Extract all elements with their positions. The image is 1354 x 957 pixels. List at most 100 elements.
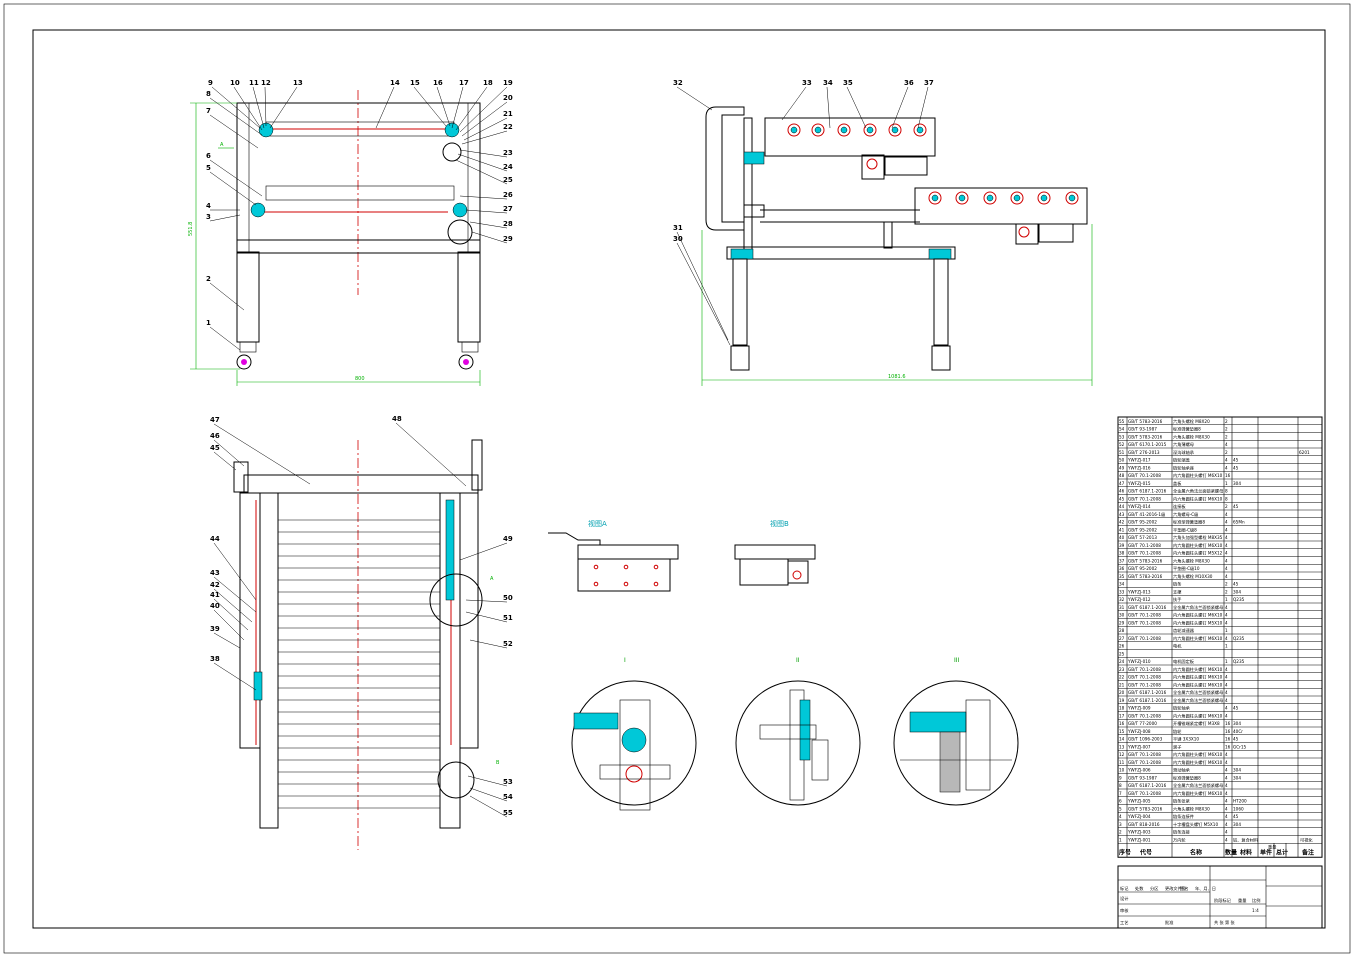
balloon-46: 46 xyxy=(210,432,220,440)
front-lower-roller xyxy=(265,185,455,201)
bom-cell: YWFZJ-003 xyxy=(1127,830,1151,835)
bom-cell: 内六角圆柱头螺钉 M6X10 xyxy=(1173,759,1223,766)
balloon-54: 54 xyxy=(503,793,513,801)
balloon-35: 35 xyxy=(843,79,853,87)
balloon-44: 44 xyxy=(210,535,220,543)
bom-cell: 6 xyxy=(1119,799,1122,804)
bom-cell: 12 xyxy=(1119,752,1125,757)
balloon-53: 53 xyxy=(503,778,513,786)
bom-cell: 4 xyxy=(1225,791,1228,796)
bom-cell: 标准弹簧垫圈8 xyxy=(1173,774,1201,781)
balloon-leader xyxy=(676,86,713,111)
balloon-4: 4 xyxy=(206,202,211,210)
balloon-49: 49 xyxy=(503,535,513,543)
side-mid-post xyxy=(883,221,893,249)
side-left-caster xyxy=(730,345,750,371)
bom-header-cell: 代号 xyxy=(1139,848,1152,856)
bom-cell: 2 xyxy=(1225,582,1228,587)
balloon-leader xyxy=(826,86,831,129)
section-2-label: II xyxy=(796,657,800,664)
bom-cell: 28 xyxy=(1119,628,1125,633)
bom-cell: 滚子 xyxy=(1173,743,1181,750)
balloon-leader xyxy=(211,86,261,129)
bom-cell: 六角薄螺母 xyxy=(1173,441,1194,448)
bom-cell: 盖板 xyxy=(1173,480,1182,487)
detail-b-rail xyxy=(734,544,816,560)
bom-cell: 全金属六角法兰面锁紧螺母 xyxy=(1173,488,1223,495)
balloon-leader xyxy=(436,86,451,127)
sheet-outer-border xyxy=(3,3,1351,954)
balloon-leader xyxy=(213,439,245,467)
tb-weight: 重量 xyxy=(1238,897,1246,904)
balloon-leader xyxy=(233,86,263,131)
bom-cell: 8 xyxy=(1119,783,1122,788)
bom-cell: 8 xyxy=(1225,496,1228,501)
balloon-3: 3 xyxy=(206,213,211,221)
bom-cell: 4 xyxy=(1225,558,1228,563)
bom-cell: GB/T 5783-2016 xyxy=(1128,574,1163,579)
balloon-45: 45 xyxy=(210,444,220,452)
bom-cell: GB/T 5783-2016 xyxy=(1128,806,1163,811)
tb-revision-label: 处数 xyxy=(1135,885,1144,892)
bom-cell: 链条张紧 xyxy=(1173,798,1190,805)
balloon-leader xyxy=(213,576,257,613)
front-upper-right-sprocket xyxy=(444,122,460,138)
balloon-leader xyxy=(457,153,508,172)
balloon-39: 39 xyxy=(210,625,220,633)
bom-cell: 16 xyxy=(1119,721,1125,726)
side-left-leg xyxy=(732,258,748,346)
balloon-leader xyxy=(891,86,909,129)
bom-cell: GB/T 70.1-2008 xyxy=(1128,713,1161,718)
balloon-leader xyxy=(465,209,508,214)
bom-header-cell: 备注 xyxy=(1301,848,1314,856)
bom-cell: 9 xyxy=(1119,775,1122,780)
tb-design: 设计 xyxy=(1120,895,1128,902)
bom-cell: 内六角圆柱头螺钉 M6X10 xyxy=(1173,712,1223,719)
bom-header-cell: 材料 xyxy=(1239,848,1252,856)
bom-cell: 2 xyxy=(1225,427,1228,432)
bom-cell: 4 xyxy=(1225,806,1228,811)
bom-cell: 4 xyxy=(1225,543,1228,548)
bom-cell: GB/T 6187.1-2016 xyxy=(1128,489,1167,494)
bom-cell: 45 xyxy=(1233,706,1239,711)
balloon-leader xyxy=(213,609,245,641)
bom-cell: GB/T 6170.1-2015 xyxy=(1128,442,1167,447)
bom-cell: 4 xyxy=(1225,837,1228,842)
bom-cell: 4 xyxy=(1225,520,1228,525)
side-post xyxy=(743,117,753,251)
bom-header-cell: 数量 xyxy=(1225,848,1237,856)
bom-cell: 45 xyxy=(1233,458,1239,463)
bom-cell: 304 xyxy=(1233,589,1241,594)
side-upper-rollers xyxy=(787,123,927,137)
bom-cell: 3 xyxy=(1119,822,1122,827)
plan-right-rail xyxy=(459,492,479,749)
section-detail-1: I xyxy=(571,657,697,811)
bom-cell: 21 xyxy=(1119,682,1125,687)
bom-cell: 45 xyxy=(1233,737,1239,742)
bom-cell: 1 xyxy=(1225,481,1228,486)
bom-cell: 内六角圆柱头螺钉 M6X10 xyxy=(1173,472,1223,479)
balloon-13: 13 xyxy=(293,79,303,87)
balloon-leader xyxy=(455,86,488,131)
balloon-36: 36 xyxy=(904,79,914,87)
balloon-37: 37 xyxy=(924,79,934,87)
bom-cell: 49 xyxy=(1119,465,1125,470)
bom-cell: 平垫圈-C级10 xyxy=(1173,565,1200,572)
bom-cell: GB/T 5783-2016 xyxy=(1128,558,1163,563)
plan-left-frame xyxy=(259,492,279,829)
bom-cell: 内六角圆柱头螺钉 M5X10 xyxy=(1173,619,1223,626)
plan-left-handle xyxy=(233,461,249,493)
balloon-33: 33 xyxy=(802,79,812,87)
balloon-22: 22 xyxy=(503,123,513,131)
bom-cell: 4 xyxy=(1225,566,1228,571)
front-lower-left-sprocket xyxy=(250,202,266,218)
side-base-left-plate xyxy=(730,248,754,260)
side-handle xyxy=(705,106,745,231)
bom-cell: 51 xyxy=(1119,450,1125,455)
bom-cell: 4 xyxy=(1225,822,1228,827)
bom-cell: 2 xyxy=(1225,504,1228,509)
bom-cell: 14 xyxy=(1119,737,1125,742)
bom-cell: 45 xyxy=(1233,504,1239,509)
balloon-leader xyxy=(469,787,508,802)
detail-b-gearbox xyxy=(787,560,809,584)
